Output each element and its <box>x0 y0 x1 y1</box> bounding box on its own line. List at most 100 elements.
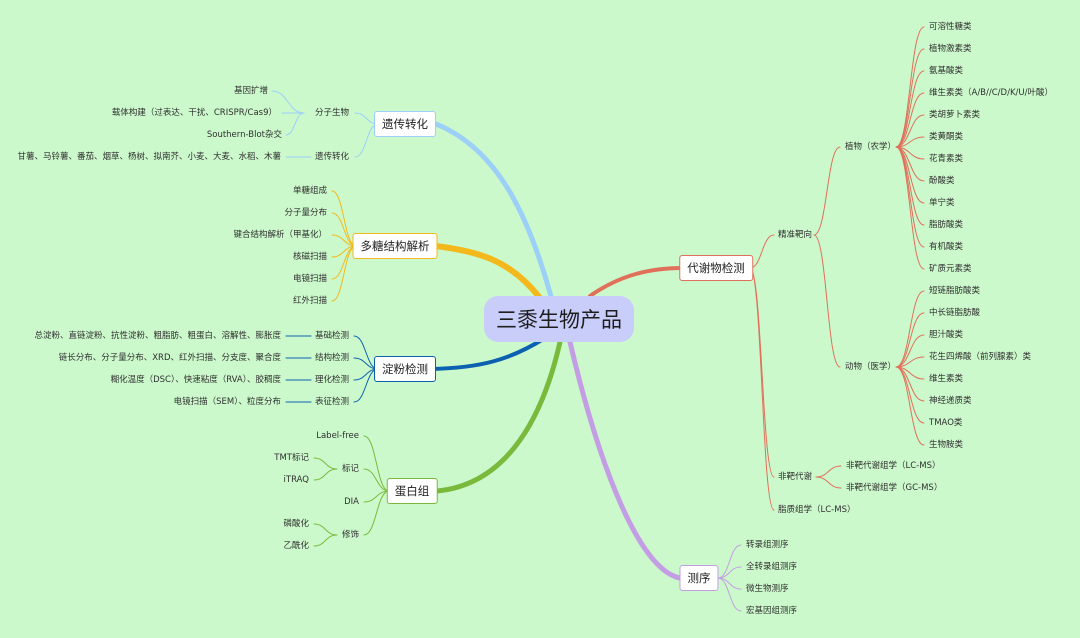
link <box>895 366 925 446</box>
animal-item[interactable]: 胆汁酸类 <box>929 330 964 340</box>
plant-item[interactable]: 类黄酮类 <box>929 132 964 142</box>
plant-item[interactable]: 酚酸类 <box>929 176 955 186</box>
branch-starch[interactable]: 淀粉检测 <box>374 356 436 382</box>
starch-group[interactable]: 基础检测 <box>314 331 349 341</box>
branch-metabolite[interactable]: 代谢物检测 <box>679 255 753 281</box>
link <box>895 312 925 368</box>
central-topic[interactable]: 三黍生物产品 <box>484 296 634 342</box>
polysaccharide-item[interactable]: 电镜扫描 <box>292 274 327 284</box>
metabolite-animal[interactable]: 动物（医学） <box>845 362 897 372</box>
protein-node[interactable]: 修饰 <box>341 530 359 540</box>
link <box>717 577 742 612</box>
animal-item[interactable]: 神经递质类 <box>929 396 972 406</box>
link <box>895 48 925 148</box>
sequencing-item[interactable]: 转录组测序 <box>746 540 789 550</box>
starch-item[interactable]: 糊化温度（DSC）、快速粘度（RVA）、胶稠度 <box>110 375 281 385</box>
branch-link-polysaccharide <box>433 243 543 301</box>
starch-group[interactable]: 表征检测 <box>314 397 349 407</box>
link <box>313 523 338 536</box>
link <box>313 457 338 470</box>
link <box>363 435 390 492</box>
protein-node[interactable]: Label-free <box>316 431 359 441</box>
link <box>895 70 925 148</box>
plant-item[interactable]: 脂肪酸类 <box>929 220 964 230</box>
untargeted-item[interactable]: 非靶代谢组学（GC-MS） <box>846 483 943 493</box>
link <box>815 465 842 478</box>
link <box>285 112 305 136</box>
genetic-group-transformation[interactable]: 遗传转化 <box>314 152 349 162</box>
starch-group[interactable]: 理化检测 <box>314 375 349 385</box>
link <box>313 468 338 481</box>
starch-item[interactable]: 总淀粉、直链淀粉、抗性淀粉、粗脂肪、粗蛋白、溶解性、膨胀度 <box>34 331 281 341</box>
link <box>813 234 841 368</box>
plant-item[interactable]: 花青素类 <box>929 154 964 164</box>
animal-item[interactable]: 生物胺类 <box>929 440 964 450</box>
genetic-item[interactable]: 甘薯、马铃薯、番茄、烟草、杨树、拟南芥、小麦、大麦、水稻、木薯 <box>17 152 281 162</box>
metabolite-untargeted[interactable]: 非靶代谢 <box>778 472 813 482</box>
plant-item[interactable]: 植物激素类 <box>929 44 972 54</box>
link <box>895 146 925 248</box>
genetic-group-molecular[interactable]: 分子生物 <box>314 108 349 118</box>
starch-item[interactable]: 链长分布、分子量分布、XRD、红外扫描、分支度、聚合度 <box>58 353 281 363</box>
polysaccharide-item[interactable]: 核磁扫描 <box>292 252 327 262</box>
link <box>271 90 305 114</box>
plant-item[interactable]: 氨基酸类 <box>929 66 964 76</box>
branch-polysaccharide[interactable]: 多糖结构解析 <box>352 233 438 259</box>
branch-link-protein <box>434 339 563 494</box>
genetic-item[interactable]: Southern-Blot杂交 <box>206 130 282 140</box>
sequencing-item[interactable]: 宏基因组测序 <box>746 606 798 616</box>
metabolite-lipidomics[interactable]: 脂质组学（LC-MS） <box>778 505 856 515</box>
plant-item[interactable]: 可溶性糖类 <box>929 22 972 32</box>
plant-item[interactable]: 有机酸类 <box>929 242 964 252</box>
animal-item[interactable]: 花生四烯酸（前列腺素）类 <box>929 352 1032 362</box>
polysaccharide-item[interactable]: 红外扫描 <box>292 296 327 306</box>
genetic-item[interactable]: 基因扩增 <box>233 86 268 96</box>
plant-item[interactable]: 类胡萝卜素类 <box>929 110 981 120</box>
plant-item[interactable]: 单宁类 <box>929 198 955 208</box>
link <box>895 114 925 148</box>
protein-item[interactable]: TMT标记 <box>274 453 309 463</box>
protein-node[interactable]: 标记 <box>341 464 359 474</box>
link <box>895 146 925 270</box>
branch-link-genetic <box>433 121 555 303</box>
branch-proteome[interactable]: 蛋白组 <box>386 478 438 504</box>
branch-genetic-transformation[interactable]: 遗传转化 <box>374 111 436 137</box>
link <box>749 234 775 269</box>
animal-item[interactable]: 中长链脂肪酸 <box>929 308 981 318</box>
plant-item[interactable]: 维生素类（A/B//C/D/K/U/叶酸） <box>929 88 1053 98</box>
link <box>895 136 925 148</box>
branch-link-sequencing <box>567 339 683 581</box>
link <box>895 92 925 148</box>
protein-node[interactable]: DIA <box>344 497 359 507</box>
plant-item[interactable]: 矿质元素类 <box>929 264 972 274</box>
polysaccharide-item[interactable]: 单糖组成 <box>292 186 327 196</box>
polysaccharide-item[interactable]: 分子量分布 <box>284 208 327 218</box>
sequencing-item[interactable]: 全转录组测序 <box>746 562 798 572</box>
polysaccharide-item[interactable]: 键合结构解析（甲基化） <box>233 230 327 240</box>
protein-item[interactable]: 磷酸化 <box>283 519 309 529</box>
animal-item[interactable]: TMAO类 <box>929 418 963 428</box>
link <box>895 366 925 424</box>
protein-item[interactable]: 乙酰化 <box>283 541 309 551</box>
link <box>895 26 925 148</box>
link <box>313 534 338 547</box>
metabolite-targeted[interactable]: 精准靶向 <box>778 230 813 240</box>
sequencing-item[interactable]: 微生物测序 <box>746 584 789 594</box>
link <box>717 566 742 579</box>
branch-sequencing[interactable]: 测序 <box>679 565 719 591</box>
animal-item[interactable]: 短链脂肪酸类 <box>929 286 981 296</box>
untargeted-item[interactable]: 非靶代谢组学（LC-MS） <box>846 461 941 471</box>
link <box>717 544 742 579</box>
metabolite-plant[interactable]: 植物（农学） <box>845 142 897 152</box>
animal-item[interactable]: 维生素类 <box>929 374 964 384</box>
genetic-item[interactable]: 载体构建（过表达、干扰、CRISPR/Cas9） <box>111 108 277 118</box>
branch-link-starch <box>429 336 547 371</box>
starch-item[interactable]: 电镜扫描（SEM）、粒度分布 <box>173 397 281 407</box>
link <box>895 334 925 368</box>
link <box>895 356 925 368</box>
protein-item[interactable]: iTRAQ <box>283 475 309 485</box>
link <box>813 146 841 236</box>
starch-group[interactable]: 结构检测 <box>314 353 349 363</box>
